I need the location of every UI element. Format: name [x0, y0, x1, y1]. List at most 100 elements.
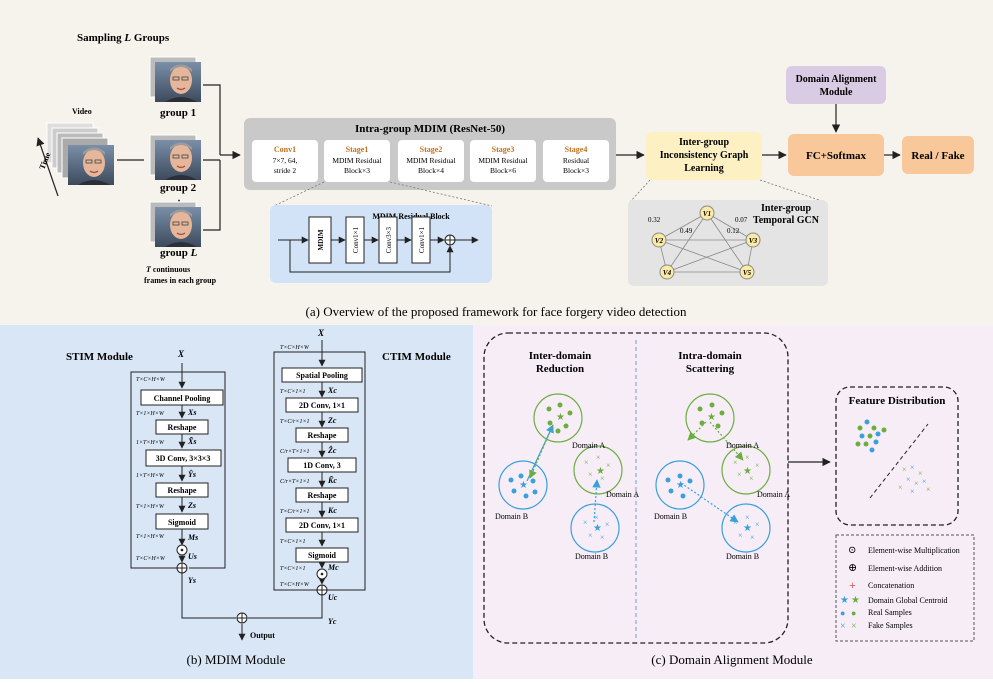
inter-group-line1: Inter-group	[679, 137, 729, 148]
svg-text:×: ×	[605, 520, 610, 529]
panel-c-background	[473, 325, 993, 679]
stage-4-line2: Block×3	[563, 166, 589, 175]
group-merge-lines	[203, 84, 241, 231]
ctim-box-6: 2D Conv, 1×1	[299, 521, 345, 530]
gcn-node-v1: V1	[703, 210, 711, 218]
caption-b: (b) MDIM Module	[187, 652, 286, 667]
legend-symbol-fake-2: ×	[851, 621, 857, 632]
residual-item-conv3: Conv3×3	[385, 226, 393, 253]
svg-text:×: ×	[910, 463, 915, 472]
ctim-dim-3: T×C/r×1×1	[280, 419, 310, 425]
stage-4-name: Stage4	[565, 145, 588, 154]
output-label: Real / Fake	[911, 150, 964, 162]
intra-domain-line1: Intra-domain	[678, 350, 742, 362]
stage-conv1-name: Conv1	[274, 145, 296, 154]
svg-text:×: ×	[733, 518, 738, 527]
stage-2-line1: MDIM Residual	[406, 156, 455, 165]
intra-star-b2: ★	[743, 523, 752, 534]
stim-var-zs: Zs	[187, 501, 196, 510]
inter-star-b2: ★	[593, 523, 602, 534]
legend-symbol-real: ●	[840, 608, 845, 618]
stim-channel-pooling-box	[140, 389, 224, 406]
ctim-var-kc: Kc	[327, 506, 337, 515]
ctim-title: CTIM Module	[382, 351, 451, 363]
feature-distribution-points: ××× ××× ×××	[855, 419, 931, 499]
residual-block-zoom-lines	[273, 181, 493, 207]
gcn-node-v4: V4	[663, 269, 672, 277]
legend-symbol-centroid-2: ★	[851, 595, 860, 606]
svg-text:×: ×	[600, 533, 605, 542]
domain-alignment-dashed-box	[483, 332, 789, 644]
stim-var-xs: Xs	[187, 408, 196, 417]
gcn-weight-3: 0.49	[680, 227, 693, 235]
ctim-dim-7: T×C×1×1	[280, 539, 306, 545]
mdim-title: Intra-group MDIM (ResNet-50)	[355, 123, 505, 135]
ctim-var-uc: Uc	[328, 593, 338, 602]
svg-text:×: ×	[600, 474, 605, 483]
legend-label-concat: Concatenation	[868, 581, 914, 590]
intra-domain-b-label: Domain B	[654, 512, 687, 521]
legend-symbol-real-2: ●	[851, 608, 856, 618]
svg-text:×: ×	[737, 470, 742, 479]
ctim-dim-5: C/r×T×1×1	[280, 479, 310, 485]
ctim-variable-labels: Xc Zc Ẑc K̃c Kc Mc Uc Yc	[327, 386, 339, 626]
stim-box-2: Reshape	[168, 423, 197, 432]
ctim-box-1: Spatial Pooling	[296, 371, 348, 380]
gcn-node-v2: V2	[655, 237, 664, 245]
group-2-frames	[149, 134, 202, 181]
stage-4: Stage4 Residual Block×3	[543, 140, 609, 182]
stim-var-us: Us	[188, 552, 197, 561]
svg-text:×: ×	[922, 477, 927, 486]
stage-2: Stage2 MDIM Residual Block×4	[398, 140, 464, 182]
svg-text:×: ×	[755, 520, 760, 529]
ctim-var-zc-hat: Ẑc	[327, 445, 337, 455]
group-2-label: group 2	[160, 182, 197, 194]
stim-sigmoid-box	[155, 513, 209, 530]
stim-box-1: Channel Pooling	[154, 394, 211, 403]
stim-dim-4: 1×T×H×W	[136, 473, 165, 479]
stim-box-4: Reshape	[168, 486, 197, 495]
ctim-frame	[273, 340, 366, 591]
domain-alignment-box	[786, 66, 886, 104]
ctim-reshape-box	[295, 427, 349, 443]
stage-1-name: Stage1	[346, 145, 369, 154]
gcn-zoom-lines	[629, 179, 826, 203]
fc-softmax-label: FC+Softmax	[806, 150, 867, 162]
caption-c: (c) Domain Alignment Module	[651, 652, 813, 667]
gcn-title-line2: Temporal GCN	[753, 215, 820, 226]
ctim-var-mc: Mc	[327, 563, 339, 572]
intra-domain-line2: Scattering	[686, 363, 735, 375]
svg-text:×: ×	[749, 474, 754, 483]
ctim-box-3: Reshape	[308, 431, 337, 440]
ctim-sigmoid-box	[295, 547, 349, 563]
temporal-gcn-box	[628, 200, 828, 286]
group-1-frames	[149, 56, 202, 103]
stim-dim-3: 1×T×H×W	[136, 440, 165, 446]
stage-conv1: Conv1 7×7, 64, stride 2	[252, 140, 318, 182]
stim-reshape2-box	[155, 482, 209, 498]
svg-text:×: ×	[583, 518, 588, 527]
stim-var-xs-tilde: X̃s	[187, 437, 196, 446]
svg-text:×: ×	[606, 461, 611, 470]
ctim-dim-1: T×C×H×W	[280, 345, 310, 351]
video-label: Video	[72, 107, 92, 116]
domain-alignment-line1: Domain Alignment	[796, 74, 878, 85]
panel-b-background	[0, 325, 473, 679]
legend-symbol-add: ⊕	[848, 562, 857, 574]
ctim-dim-4: C/r×T×1×1	[280, 449, 310, 455]
svg-text:×: ×	[594, 513, 599, 522]
inter-star-a2: ★	[596, 466, 605, 477]
intra-star-a: ★	[707, 412, 716, 423]
svg-text:×: ×	[926, 485, 931, 494]
stim-reshape-box	[155, 419, 209, 435]
gcn-weight-2: 0.07	[735, 216, 748, 224]
stage-1-line1: MDIM Residual	[332, 156, 381, 165]
ctim-dimension-labels: T×C×H×W T×C×1×1 T×C/r×1×1 C/r×T×1×1 C/r×…	[280, 345, 310, 588]
stim-frame	[130, 363, 226, 569]
ctim-box-4: 1D Conv, 3	[303, 461, 341, 470]
stim-var-ys: Ys	[188, 576, 196, 585]
svg-text:×: ×	[902, 465, 907, 474]
stage-conv1-line2: stride 2	[274, 166, 297, 175]
svg-text:×: ×	[755, 461, 760, 470]
